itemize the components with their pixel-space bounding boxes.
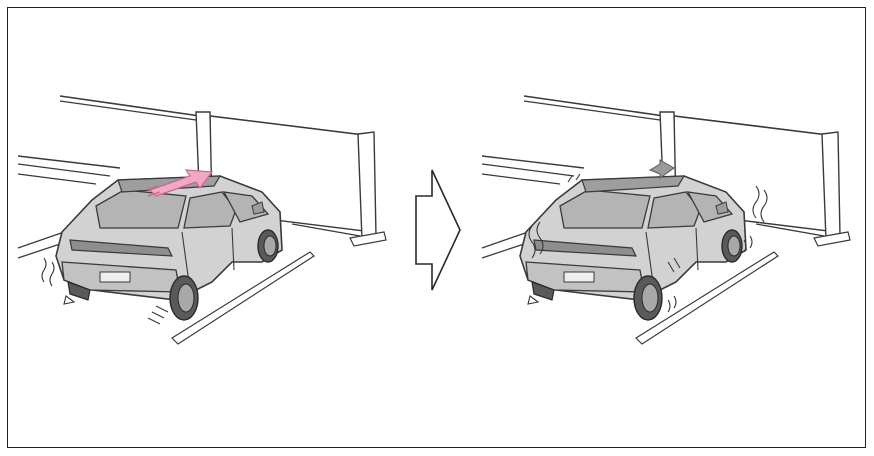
motion-trail-icon [145,185,161,197]
shake-lines-icon [528,173,768,313]
motion-arrow-icon [148,169,214,197]
scene-before [17,95,387,345]
vibration-lines-icon [41,257,169,325]
scene-after [481,95,851,345]
stop-arrow-icon [648,159,675,179]
hollow-right-arrow-icon [415,169,461,291]
